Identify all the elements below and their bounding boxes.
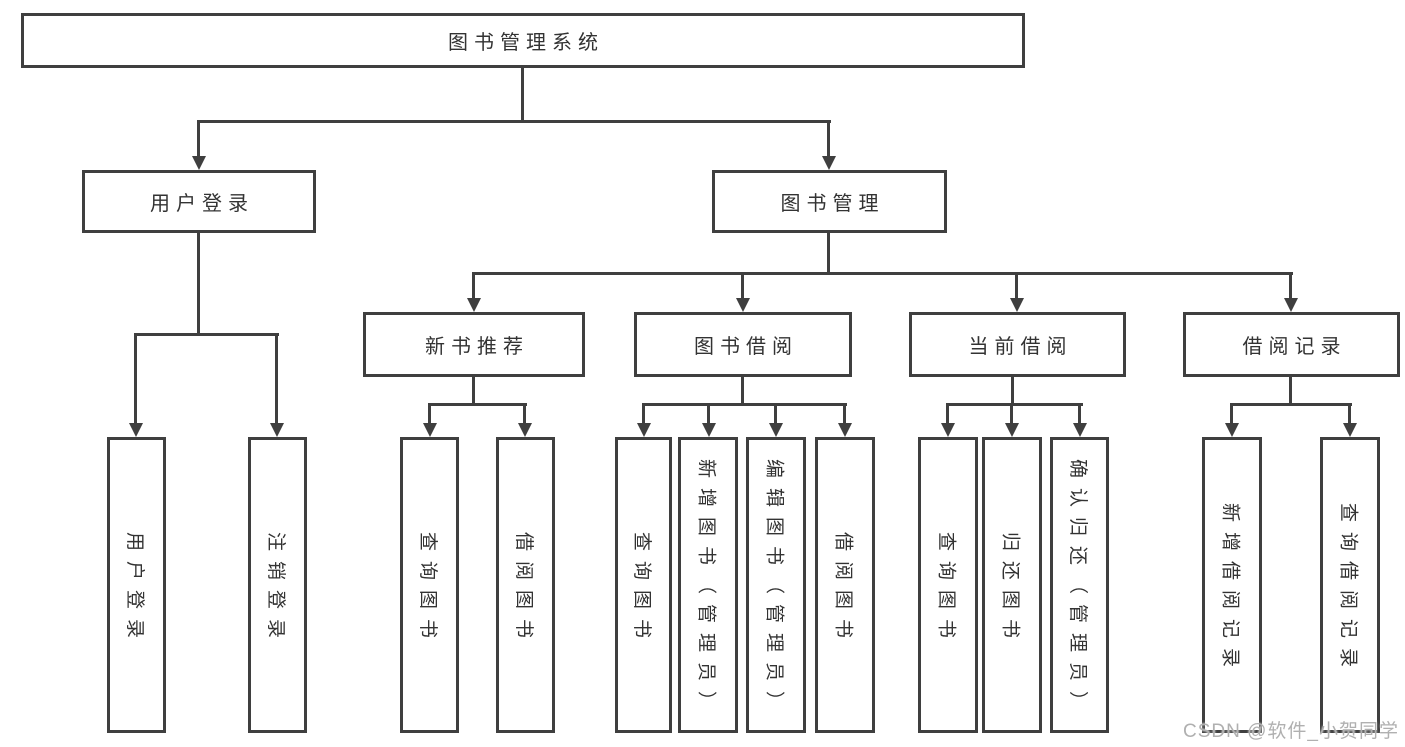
node-query-borrow-record: 查询借阅记录 xyxy=(1320,437,1380,733)
node-label: 新增图书（管理员） xyxy=(695,459,717,721)
connector-line xyxy=(642,405,645,423)
connector-line xyxy=(1348,405,1351,423)
node-label: 图书借阅 xyxy=(694,336,798,358)
connector-line xyxy=(134,335,137,423)
arrowhead-down-icon xyxy=(129,423,143,437)
node-edit-books-admin: 编辑图书（管理员） xyxy=(746,437,806,733)
node-borrowing-records: 借阅记录 xyxy=(1183,312,1400,377)
arrowhead-down-icon xyxy=(736,298,750,312)
connector-line xyxy=(774,405,777,423)
node-new-book-recommendation: 新书推荐 xyxy=(363,312,585,377)
connector-line xyxy=(521,68,524,122)
connector-line xyxy=(1010,405,1013,423)
node-label: 查询借阅记录 xyxy=(1337,502,1359,677)
node-label: 归还图书 xyxy=(999,531,1021,648)
node-book-management: 图书管理 xyxy=(712,170,947,233)
connector-line xyxy=(1230,403,1352,406)
node-label: 借阅图书 xyxy=(832,531,854,648)
connector-line xyxy=(523,405,526,423)
connector-line xyxy=(946,405,949,423)
node-query-books-borrowing: 查询图书 xyxy=(615,437,672,733)
connector-line xyxy=(827,122,830,156)
arrowhead-down-icon xyxy=(192,156,206,170)
arrowhead-down-icon xyxy=(1343,423,1357,437)
node-add-books-admin: 新增图书（管理员） xyxy=(678,437,738,733)
connector-line xyxy=(428,405,431,423)
arrowhead-down-icon xyxy=(838,423,852,437)
arrowhead-down-icon xyxy=(941,423,955,437)
node-current-borrowing: 当前借阅 xyxy=(909,312,1126,377)
connector-line xyxy=(741,377,744,405)
node-label: 图书管理 xyxy=(780,193,885,215)
connector-line xyxy=(472,274,475,298)
connector-line xyxy=(1289,274,1292,298)
node-label: 用户登录 xyxy=(150,193,254,215)
connector-line xyxy=(1289,377,1292,405)
node-label: 借阅记录 xyxy=(1242,336,1347,358)
node-logout: 注销登录 xyxy=(248,437,307,733)
node-borrow-books-recommend: 借阅图书 xyxy=(496,437,555,733)
node-query-books-recommend: 查询图书 xyxy=(400,437,459,733)
connector-line xyxy=(1078,405,1081,423)
connector-line xyxy=(946,403,1083,406)
arrowhead-down-icon xyxy=(769,423,783,437)
node-query-books-current: 查询图书 xyxy=(918,437,978,733)
arrowhead-down-icon xyxy=(1073,423,1087,437)
node-label: 用户登录 xyxy=(124,531,145,648)
connector-line xyxy=(197,122,200,156)
connector-line xyxy=(1011,377,1014,405)
node-label: 借阅图书 xyxy=(513,531,534,648)
arrowhead-down-icon xyxy=(467,298,481,312)
connector-line xyxy=(642,403,847,406)
arrowhead-down-icon xyxy=(822,156,836,170)
connector-line xyxy=(472,272,1293,275)
arrowhead-down-icon xyxy=(637,423,651,437)
node-book-borrowing: 图书借阅 xyxy=(634,312,852,377)
arrowhead-down-icon xyxy=(1284,298,1298,312)
node-label: 编辑图书（管理员） xyxy=(763,459,785,721)
connector-line xyxy=(197,120,831,123)
node-label: 确认归还（管理员） xyxy=(1067,459,1088,721)
node-label: 新增借阅记录 xyxy=(1219,502,1241,677)
node-user-login-leaf: 用户登录 xyxy=(107,437,166,733)
csdn-watermark: CSDN @软件_小贺同学 xyxy=(1183,721,1399,742)
connector-line xyxy=(1230,405,1233,423)
node-label: 查询图书 xyxy=(417,531,438,648)
node-label: 当前借阅 xyxy=(968,336,1073,358)
connector-line xyxy=(843,405,846,423)
connector-line xyxy=(827,233,830,274)
node-user-login: 用户登录 xyxy=(82,170,316,233)
connector-line xyxy=(472,377,475,405)
node-label: 图书管理系统 xyxy=(448,32,604,54)
node-label: 注销登录 xyxy=(265,531,286,648)
connector-line xyxy=(134,333,279,336)
node-label: 查询图书 xyxy=(631,531,652,648)
arrowhead-down-icon xyxy=(518,423,532,437)
connector-line xyxy=(428,403,527,406)
arrowhead-down-icon xyxy=(702,423,716,437)
connector-line xyxy=(707,405,710,423)
connector-line xyxy=(741,274,744,298)
arrowhead-down-icon xyxy=(1005,423,1019,437)
node-return-books: 归还图书 xyxy=(982,437,1042,733)
arrowhead-down-icon xyxy=(1010,298,1024,312)
connector-line xyxy=(1015,274,1018,298)
node-confirm-return-admin: 确认归还（管理员） xyxy=(1050,437,1109,733)
arrowhead-down-icon xyxy=(1225,423,1239,437)
node-borrow-books-borrowing: 借阅图书 xyxy=(815,437,875,733)
arrowhead-down-icon xyxy=(270,423,284,437)
node-label: 新书推荐 xyxy=(425,336,529,358)
node-add-borrow-record: 新增借阅记录 xyxy=(1202,437,1262,733)
connector-line xyxy=(197,233,200,335)
connector-line xyxy=(275,335,278,423)
arrowhead-down-icon xyxy=(423,423,437,437)
node-label: 查询图书 xyxy=(935,531,957,648)
node-library-management-system: 图书管理系统 xyxy=(21,13,1025,68)
